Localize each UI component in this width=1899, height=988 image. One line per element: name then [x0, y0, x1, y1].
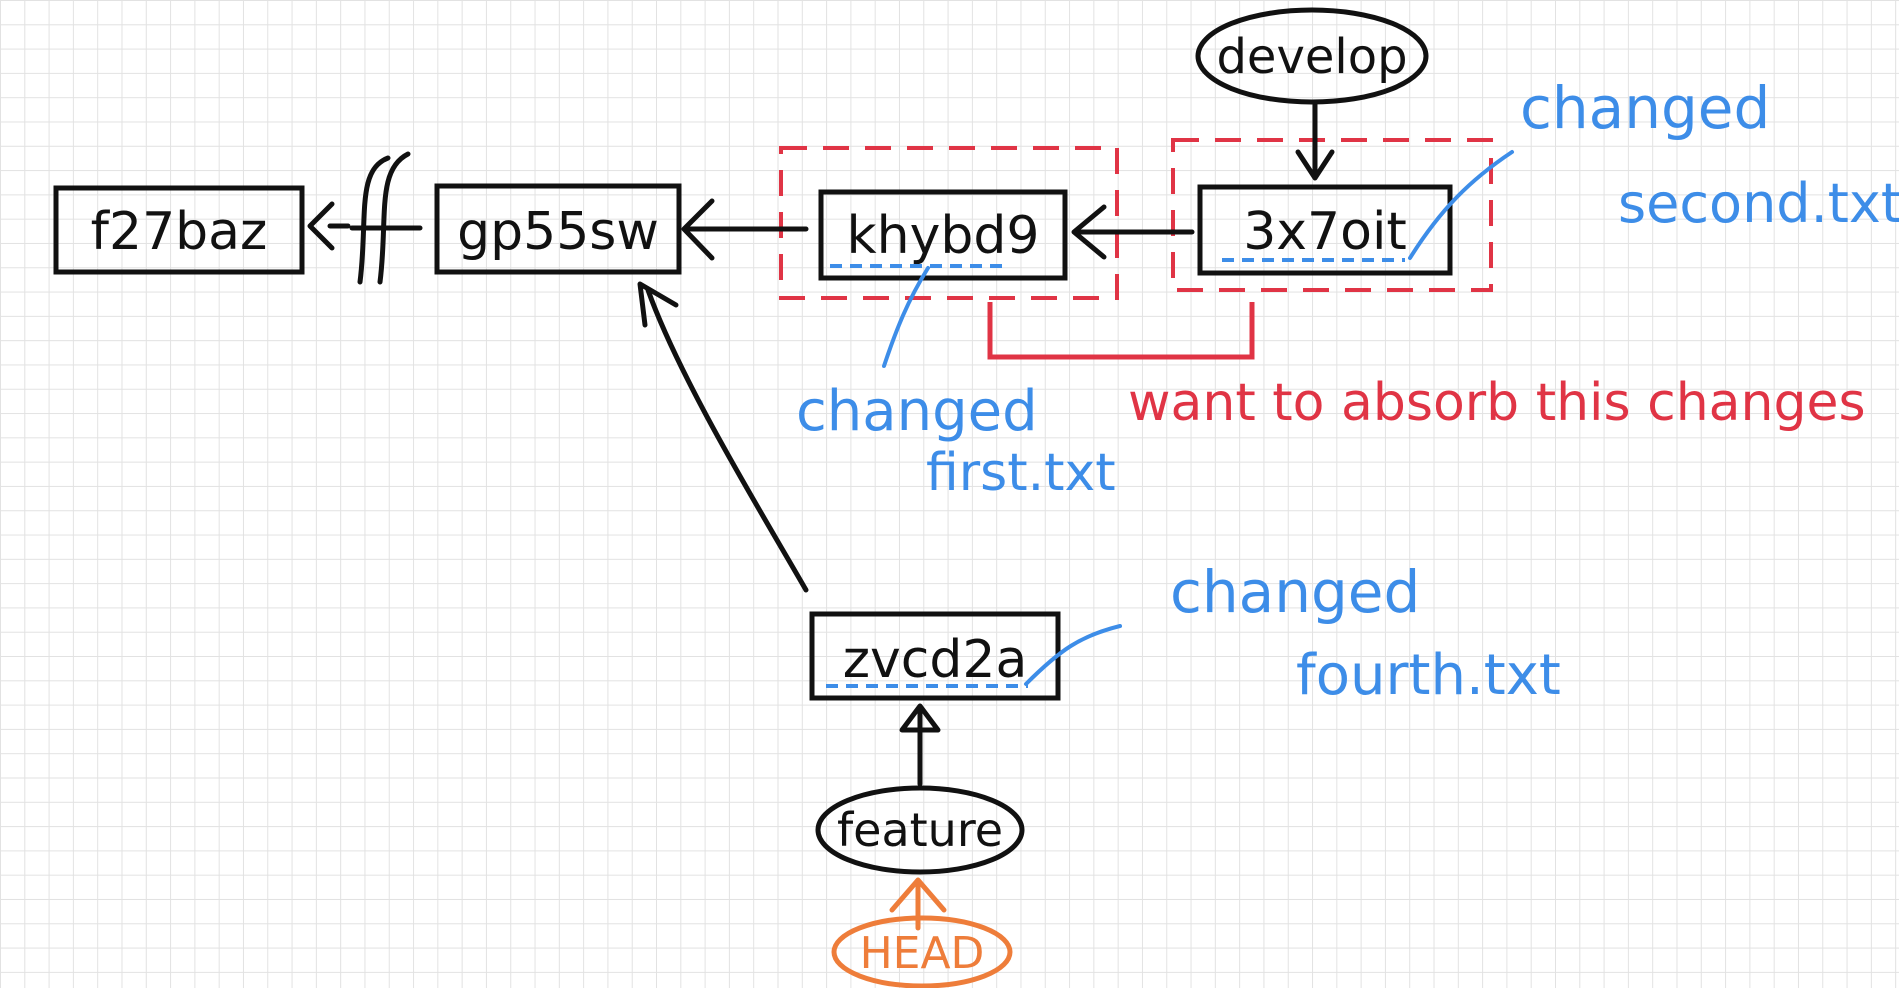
commit-hash: khybd9: [847, 206, 1040, 266]
commit-khybd9: khybd9: [818, 189, 1068, 281]
history-gap-icon: [357, 155, 391, 285]
branch-name: feature: [837, 803, 1003, 857]
arrow-zvcd2a-to-gp55sw: [637, 281, 809, 593]
note-leader: [1024, 624, 1122, 686]
parent-arrows: [307, 101, 1335, 787]
note-line: first.txt: [926, 443, 1116, 503]
note-fourth: changed fourth.txt: [1024, 558, 1561, 708]
branch-name: develop: [1216, 29, 1407, 85]
note-leader: [1408, 150, 1514, 260]
absorb-note: want to absorb this changes: [1128, 373, 1866, 433]
arrow-khybd9-to-gp55sw: [681, 198, 809, 261]
note-second: changed second.txt: [1408, 74, 1899, 260]
absorb-bracket: [987, 302, 1255, 360]
note-line: changed: [1520, 74, 1770, 142]
note-line: second.txt: [1618, 172, 1899, 235]
commit-box: [434, 183, 682, 275]
arrow-gp55sw-to-f27baz: [307, 151, 423, 285]
head-label: HEAD: [860, 928, 985, 979]
arrow-feature-to-zvcd2a: [899, 703, 941, 787]
note-first: changed first.txt: [796, 266, 1116, 503]
commit-box: [53, 185, 305, 275]
note-line: fourth.txt: [1296, 643, 1561, 708]
commit-f27baz: f27baz: [53, 185, 305, 275]
branch-outline: [815, 785, 1025, 875]
head-arrowhead: [889, 877, 947, 913]
arrow-develop-to-3x7oit: [1295, 101, 1335, 181]
branch-outline: [1195, 7, 1429, 105]
note-line: changed: [1170, 558, 1420, 626]
selection-group: [779, 138, 1493, 360]
selection-box-khybd9: [779, 146, 1119, 300]
note-leader: [882, 266, 930, 368]
commit-box: [1197, 184, 1453, 276]
head-pointer: HEAD: [831, 877, 1013, 988]
arrow-3x7oit-to-khybd9: [1071, 204, 1195, 260]
note-line: changed: [796, 379, 1038, 444]
branch-develop: develop: [1195, 7, 1429, 105]
commit-hash: gp55sw: [457, 202, 659, 262]
commit-hash: zvcd2a: [843, 630, 1028, 690]
head-outline: [831, 915, 1013, 988]
commit-3x7oit: 3x7oit: [1197, 184, 1453, 276]
commit-box: [818, 189, 1068, 281]
branch-feature: feature: [815, 785, 1025, 875]
selection-box-3x7oit: [1171, 138, 1493, 292]
commit-gp55sw: gp55sw: [434, 183, 682, 275]
commit-zvcd2a: zvcd2a: [809, 611, 1061, 701]
commit-hash: 3x7oit: [1243, 202, 1407, 262]
commit-hash: f27baz: [91, 202, 268, 262]
